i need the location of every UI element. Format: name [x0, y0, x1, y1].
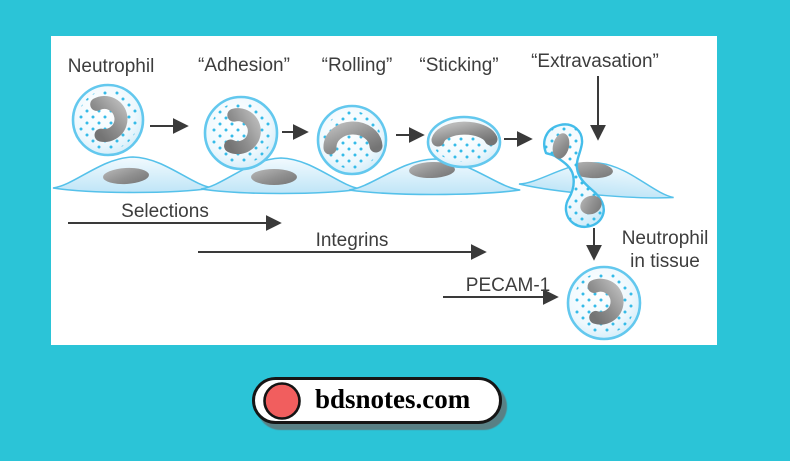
- diagram-panel: Neutrophil “Adhesion” “Rolling” “Stickin…: [51, 36, 717, 345]
- tissue-label-line1: Neutrophil: [622, 228, 709, 249]
- red-dot-circle: [263, 381, 301, 420]
- molecule-label-integrins: Integrins: [316, 230, 389, 251]
- cell-nucleus: [552, 133, 570, 159]
- stage-label-adhesion: “Adhesion”: [198, 55, 290, 76]
- cell-extravasating: [543, 123, 605, 229]
- stage-label-extravasation: “Extravasation”: [531, 51, 659, 72]
- tissue-label-line2: in tissue: [630, 251, 700, 272]
- endothelial-nucleus: [103, 167, 149, 185]
- stage-label-neutrophil: Neutrophil: [68, 56, 155, 77]
- cell-sticking: [426, 115, 502, 169]
- endothelial-nucleus: [569, 161, 613, 179]
- cell-adhesion: [203, 95, 279, 171]
- watermark-badge: bdsnotes.com: [252, 377, 502, 424]
- neutrophil-extravasation-diagram: Neutrophil “Adhesion” “Rolling” “Stickin…: [52, 51, 709, 341]
- watermark-text: bdsnotes.com: [315, 383, 471, 414]
- red-dot-icon: [263, 381, 301, 420]
- cell-nucleus: [580, 195, 602, 215]
- molecule-label-selections: Selections: [121, 201, 209, 222]
- endothelial-nucleus: [251, 169, 297, 185]
- molecule-label-pecam: PECAM-1: [466, 275, 550, 296]
- stage-label-rolling: “Rolling”: [322, 55, 393, 76]
- cell-neutrophil: [71, 83, 145, 157]
- cell-rolling: [316, 104, 388, 176]
- endothelium-layer: [52, 156, 674, 199]
- stage-label-sticking: “Sticking”: [419, 55, 498, 76]
- cell-nucleus: [431, 121, 498, 147]
- endothelial-nucleus: [409, 161, 455, 179]
- cell-nucleus: [323, 121, 383, 155]
- cell-in-tissue: [566, 265, 642, 341]
